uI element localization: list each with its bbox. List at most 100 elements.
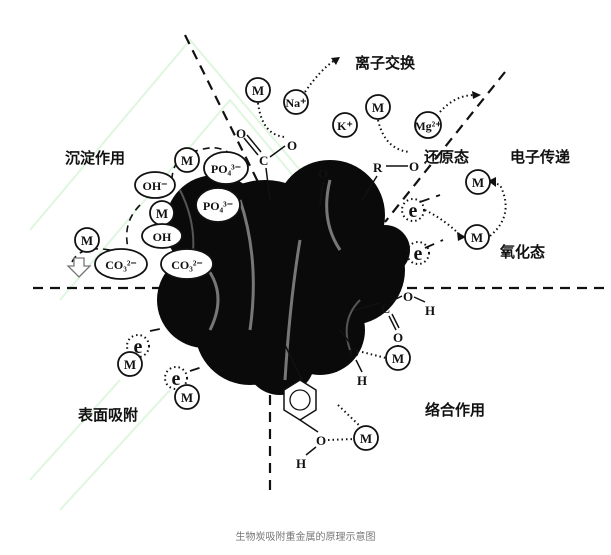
metal-ion: M bbox=[365, 94, 391, 120]
hydroxide-ion-label: OH⁻ bbox=[142, 179, 167, 193]
carbonate-ion: CO₃²⁻ bbox=[160, 248, 214, 280]
arrowhead bbox=[488, 177, 496, 187]
electron-tether bbox=[189, 365, 206, 372]
label-precipitation: 沉淀作用 bbox=[65, 149, 125, 167]
hydroxyl-group: OH bbox=[141, 223, 183, 249]
electron: e bbox=[401, 198, 425, 222]
metal-ion-label: M bbox=[372, 100, 384, 115]
coordination-bond bbox=[361, 351, 387, 359]
arrowhead bbox=[472, 91, 481, 99]
metal-ion-label: M bbox=[81, 233, 93, 248]
hydroxyl-group-label: OH bbox=[153, 230, 172, 244]
metal-ion-label: M bbox=[156, 206, 168, 221]
label-ion-exchange: 离子交换 bbox=[355, 54, 416, 72]
atom-oxygen: O bbox=[409, 159, 419, 174]
electron: e bbox=[164, 366, 188, 390]
double-bond bbox=[246, 134, 262, 153]
phosphate-ion-label: PO₄³⁻ bbox=[203, 199, 233, 213]
atom-oxygen: O bbox=[316, 433, 326, 448]
atom-oxygen: O bbox=[236, 126, 246, 141]
electron: e bbox=[406, 241, 430, 265]
atom-carbon: C bbox=[259, 153, 268, 168]
magnesium-ion-label: Mg²⁺ bbox=[414, 119, 441, 133]
bond bbox=[299, 419, 319, 433]
exchange-arrow-m2 bbox=[377, 119, 411, 153]
atom-oxygen: O bbox=[287, 138, 297, 153]
electron: e bbox=[126, 334, 150, 358]
double-bond bbox=[243, 137, 259, 156]
bond bbox=[413, 296, 426, 303]
metal-ion-label: M bbox=[181, 153, 193, 168]
metal-ion: M bbox=[174, 384, 200, 410]
potassium-ion: K⁺ bbox=[332, 112, 358, 138]
electron-tether bbox=[419, 194, 441, 203]
bond bbox=[265, 167, 271, 201]
atom-oxygen: O bbox=[403, 289, 413, 304]
metal-ion: M bbox=[353, 425, 379, 451]
phosphate-ion: PO₄³⁻ bbox=[203, 151, 249, 185]
label-surface-adsorption: 表面吸附 bbox=[78, 406, 138, 424]
metal-ion-label: M bbox=[360, 431, 372, 446]
label-reduced-state: 还原态 bbox=[423, 148, 469, 166]
electron-label: e bbox=[414, 243, 423, 265]
magnesium-ion: Mg²⁺ bbox=[414, 111, 442, 139]
atom-hydrogen: H bbox=[357, 373, 367, 388]
coordination-bond bbox=[327, 438, 355, 441]
sodium-ion: Na⁺ bbox=[283, 89, 309, 115]
electron-label: e bbox=[134, 336, 143, 358]
double-bond bbox=[388, 315, 397, 331]
divider-line-upper-right bbox=[384, 71, 506, 223]
bond bbox=[361, 175, 378, 201]
phosphate-ion: PO₄³⁻ bbox=[195, 187, 241, 223]
metal-ion-label: M bbox=[252, 83, 264, 98]
metal-ion-label: M bbox=[181, 390, 193, 405]
metal-ion-label: M bbox=[124, 357, 136, 372]
double-bond bbox=[391, 313, 400, 329]
phosphate-ion-label: PO₄³⁻ bbox=[211, 162, 241, 176]
metal-ion-label: M bbox=[471, 230, 483, 245]
carbonate-ion-label: CO₃²⁻ bbox=[105, 258, 137, 272]
metal-ion: M bbox=[117, 351, 143, 377]
atom-hydrogen: H bbox=[425, 303, 435, 318]
label-complexation: 络合作用 bbox=[425, 401, 485, 419]
carbonate-ion-label: CO₃²⁻ bbox=[171, 258, 203, 272]
watermark bbox=[29, 38, 331, 511]
divider-line-upper-left bbox=[184, 34, 263, 191]
atom-carbon: C bbox=[381, 301, 390, 316]
bond bbox=[269, 145, 286, 158]
arrowhead bbox=[331, 57, 340, 65]
sodium-ion-label: Na⁺ bbox=[286, 96, 307, 110]
metal-ion-oxidized: M bbox=[464, 224, 490, 250]
electron-label: e bbox=[172, 368, 181, 390]
electron-tether bbox=[149, 327, 166, 332]
down-arrow-icon bbox=[66, 257, 92, 278]
electron-tether bbox=[424, 239, 444, 249]
metal-ion-reduced: M bbox=[465, 169, 491, 195]
metal-ion-label: M bbox=[392, 351, 404, 366]
metal-ion: M bbox=[385, 345, 411, 371]
bond bbox=[319, 181, 324, 206]
bond bbox=[354, 302, 381, 311]
atom-oxygen: O bbox=[318, 166, 328, 181]
figure-caption: 生物炭吸附重金属的原理示意图 bbox=[235, 532, 376, 543]
atom-hydrogen: H bbox=[296, 456, 306, 471]
bond bbox=[389, 295, 403, 303]
atom-oxygen: O bbox=[349, 345, 359, 360]
label-electron-transfer: 电子传递 bbox=[510, 148, 570, 166]
bond bbox=[339, 329, 351, 344]
exchange-arrow-mg bbox=[439, 94, 476, 113]
metal-ion: M bbox=[174, 147, 200, 173]
exchange-arrow-na bbox=[304, 59, 336, 93]
atom-oxygen: O bbox=[393, 330, 403, 345]
bond bbox=[355, 359, 363, 373]
bond bbox=[305, 446, 317, 456]
electron-arrow bbox=[424, 209, 461, 236]
hydroxide-ion: OH⁻ bbox=[134, 171, 176, 199]
exchange-arrow-m1 bbox=[257, 102, 286, 138]
electron-label: e bbox=[409, 200, 418, 222]
coordination-bond bbox=[337, 404, 363, 429]
atom-r-group: R bbox=[373, 160, 383, 175]
metal-ion: M bbox=[149, 200, 175, 226]
bond bbox=[284, 344, 303, 381]
